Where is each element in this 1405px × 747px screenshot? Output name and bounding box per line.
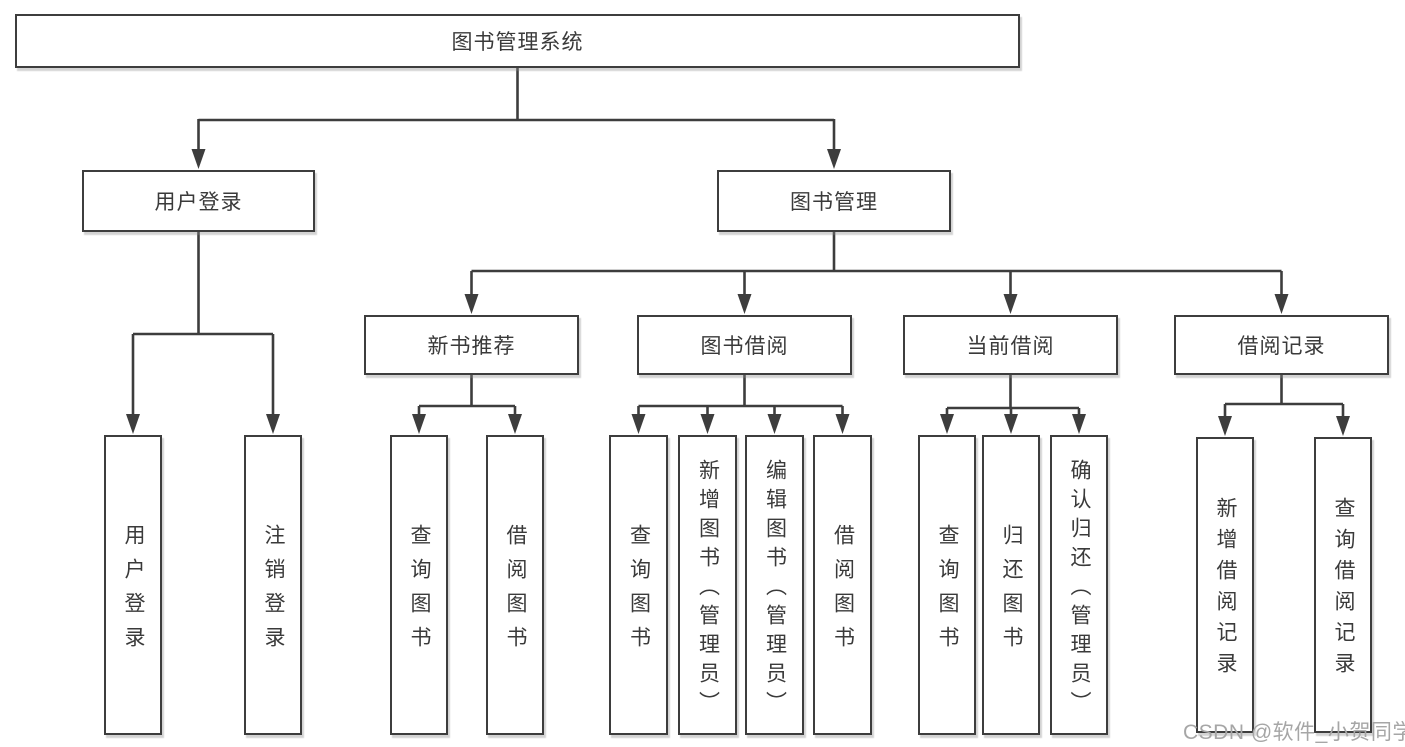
leaf-user-login: 用户登录 xyxy=(104,435,162,735)
node-root-label: 图书管理系统 xyxy=(451,31,584,54)
leaf-borrow-add-admin-label: 新增图书（管理员） xyxy=(696,458,720,720)
leaf-newbook-query-label: 查询图书 xyxy=(408,523,431,660)
node-book-borrow-label: 图书借阅 xyxy=(700,335,789,358)
leaf-record-add-label: 新增借阅记录 xyxy=(1214,497,1237,683)
node-user-login: 用户登录 xyxy=(82,170,315,232)
watermark: CSDN @软件_小贺同学 xyxy=(1183,721,1405,744)
leaf-newbook-borrow: 借阅图书 xyxy=(486,435,544,735)
leaf-record-query: 查询借阅记录 xyxy=(1314,437,1372,733)
leaf-logout: 注销登录 xyxy=(244,435,302,735)
node-user-login-label: 用户登录 xyxy=(154,191,243,214)
leaf-current-return-label: 归还图书 xyxy=(1000,523,1023,660)
node-borrow-record-label: 借阅记录 xyxy=(1237,335,1326,358)
leaf-newbook-query: 查询图书 xyxy=(390,435,448,735)
leaf-current-confirm-admin-label: 确认归还（管理员） xyxy=(1068,458,1091,720)
leaf-current-query-label: 查询图书 xyxy=(936,523,959,660)
leaf-borrow-borrow-label: 借阅图书 xyxy=(831,523,855,660)
leaf-newbook-borrow-label: 借阅图书 xyxy=(504,523,527,660)
node-book-management-label: 图书管理 xyxy=(790,191,878,214)
node-book-management: 图书管理 xyxy=(717,170,951,232)
leaf-current-query: 查询图书 xyxy=(918,435,976,735)
leaf-current-return: 归还图书 xyxy=(982,435,1040,735)
node-borrow-record: 借阅记录 xyxy=(1174,315,1389,375)
node-book-borrow: 图书借阅 xyxy=(637,315,852,375)
leaf-record-query-label: 查询借阅记录 xyxy=(1332,497,1355,683)
node-current-borrow-label: 当前借阅 xyxy=(966,335,1055,358)
leaf-current-confirm-admin: 确认归还（管理员） xyxy=(1050,435,1108,735)
leaf-borrow-add-admin: 新增图书（管理员） xyxy=(678,435,737,735)
node-new-book-recommend-label: 新书推荐 xyxy=(427,335,516,358)
leaf-user-login-label: 用户登录 xyxy=(122,523,145,660)
node-current-borrow: 当前借阅 xyxy=(903,315,1118,375)
node-new-book-recommend: 新书推荐 xyxy=(364,315,579,375)
leaf-borrow-query: 查询图书 xyxy=(609,435,668,735)
leaf-borrow-borrow: 借阅图书 xyxy=(813,435,872,735)
leaf-borrow-edit-admin-label: 编辑图书（管理员） xyxy=(763,458,787,720)
node-root: 图书管理系统 xyxy=(15,14,1020,68)
leaf-borrow-query-label: 查询图书 xyxy=(627,523,651,660)
leaf-borrow-edit-admin: 编辑图书（管理员） xyxy=(745,435,804,735)
leaf-logout-label: 注销登录 xyxy=(262,523,285,660)
leaf-record-add: 新增借阅记录 xyxy=(1196,437,1254,733)
